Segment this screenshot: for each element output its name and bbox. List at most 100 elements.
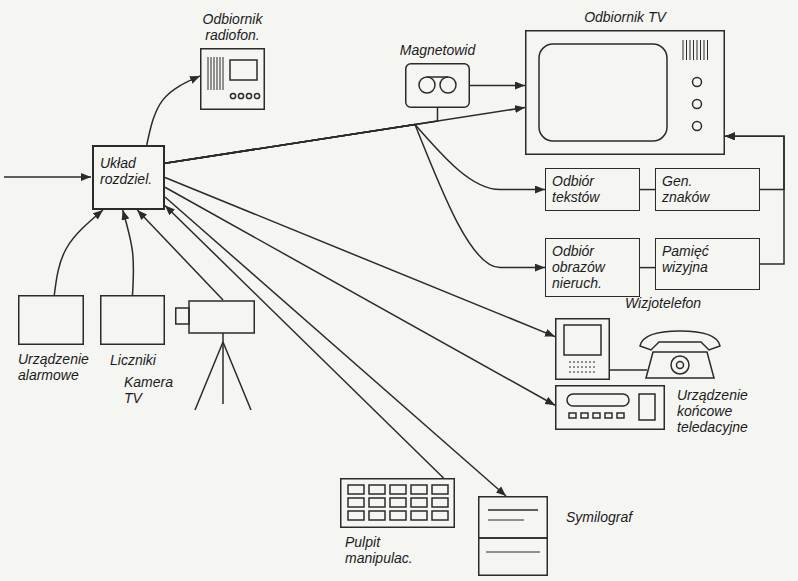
device-caption-holder: Pulpit manipulac. <box>345 534 413 567</box>
connector <box>165 205 444 478</box>
terminal-key <box>569 413 576 418</box>
device-caption-holder: Liczniki <box>110 351 156 369</box>
keypad-key <box>348 511 364 520</box>
device-caption: Urządzenie alarmowe <box>18 351 89 383</box>
terminal-display <box>567 394 629 406</box>
tape-reel <box>419 77 435 93</box>
keypad-key <box>432 498 448 507</box>
box-label: Pamięć wizyjna <box>662 243 709 275</box>
speaker-grille <box>693 40 694 60</box>
speaker-grille <box>208 57 209 90</box>
keypad-key <box>348 498 364 507</box>
device-caption: Wizjotelefon <box>625 295 701 311</box>
control-keypad: Pulpit manipulac. <box>340 478 455 528</box>
process-box: Odbiór obrazów nieruch. <box>545 238 640 297</box>
meter-device: Liczniki <box>100 295 165 345</box>
terminal-key <box>593 413 600 418</box>
speaker-grille <box>220 57 221 90</box>
fax-base-line <box>486 552 540 553</box>
video-recorder: Magnetowid <box>405 63 470 108</box>
telephone-symbol <box>640 331 720 378</box>
input-arrow <box>4 176 91 178</box>
speaker-grille <box>704 40 705 60</box>
connector <box>640 267 655 269</box>
radio-knob <box>230 93 235 98</box>
terminal-key <box>617 413 624 418</box>
speaker-grille <box>700 40 701 60</box>
device-caption-holder: Urządzenie alarmowe <box>18 351 89 384</box>
device-caption: Urządzenie końcowe teledacyjne <box>677 387 748 435</box>
keypad-key <box>411 485 427 494</box>
device-caption-holder: Odbiornik radiofon. <box>203 11 263 44</box>
device-symbol <box>405 63 470 108</box>
box-label: Gen. znaków <box>662 173 709 205</box>
tv-receiver: Odbiornik TV <box>525 30 725 155</box>
keypad-key <box>390 498 406 507</box>
connector <box>165 178 555 337</box>
device-caption: Kamera TV <box>124 374 173 406</box>
speaker-grille <box>211 57 212 90</box>
device-caption: Odbiornik radiofon. <box>203 11 263 43</box>
keypad-key <box>348 485 364 494</box>
keypad-key <box>390 511 406 520</box>
device-caption: Symilograf <box>566 509 632 525</box>
speaker-grille <box>690 40 691 60</box>
device-caption: Pulpit manipulac. <box>345 534 413 566</box>
telephone-dial <box>671 356 689 374</box>
tv-knob <box>693 100 702 109</box>
connector <box>137 210 223 300</box>
keypad-key <box>432 511 448 520</box>
data-terminal: Urządzenie końcowe teledacyjne <box>555 385 665 430</box>
device-caption-holder: Odbiornik TV <box>584 8 666 26</box>
keypad-key <box>369 498 385 507</box>
keypad-key <box>432 485 448 494</box>
vcr-housing <box>406 64 470 108</box>
process-box: Pamięć wizyjna <box>655 238 760 290</box>
radio-housing <box>201 49 265 110</box>
box-label: Odbiór tekstów <box>552 173 599 205</box>
connector <box>640 189 655 191</box>
tv-knob <box>693 78 702 87</box>
telephone-handset <box>640 331 720 350</box>
alarm-device: Urządzenie alarmowe <box>18 295 84 345</box>
tv-knob <box>693 122 702 131</box>
device-caption-holder: Urządzenie końcowe teledacyjne <box>677 387 748 436</box>
device-caption: Odbiornik TV <box>584 9 666 25</box>
camera-lens <box>176 308 189 324</box>
device-symbol <box>555 385 665 430</box>
distribution-box: Układ rozdziel. <box>92 145 165 210</box>
terminal-slot <box>639 394 655 420</box>
tv-housing <box>526 31 725 155</box>
terminal-housing <box>556 386 665 430</box>
tripod-leg <box>222 342 224 404</box>
keypad-key <box>411 498 427 507</box>
process-box: Gen. znaków <box>655 168 760 211</box>
device-housing <box>101 296 165 345</box>
device-caption-holder: Wizjotelefon <box>625 294 701 312</box>
radio-receiver: Odbiornik radiofon. <box>200 48 265 110</box>
speaker-grille <box>569 362 596 363</box>
tripod-leg <box>223 342 251 410</box>
tv-camera: Kamera TV <box>175 300 255 412</box>
paper-slot <box>488 509 538 511</box>
facsimile-device: Symilograf <box>478 496 548 576</box>
device-caption-holder: Symilograf <box>566 508 632 526</box>
paper-slot <box>488 520 524 521</box>
box-label: Układ rozdziel. <box>100 155 152 187</box>
tv-screen <box>539 44 667 141</box>
box-label: Odbiór obrazów nieruch. <box>552 243 605 291</box>
speaker-grille <box>217 57 218 90</box>
terminal-key <box>605 413 612 418</box>
device-symbol <box>555 318 610 380</box>
videophone-housing <box>556 319 610 380</box>
radio-knob <box>254 93 259 98</box>
tape-band <box>427 76 448 78</box>
device-symbol <box>18 295 84 345</box>
keypad-key <box>390 485 406 494</box>
speaker-grille <box>686 40 687 60</box>
telephone-dial-center <box>677 362 684 369</box>
telephone-body <box>646 352 714 378</box>
phone-cord <box>610 369 647 371</box>
connector <box>165 108 438 163</box>
